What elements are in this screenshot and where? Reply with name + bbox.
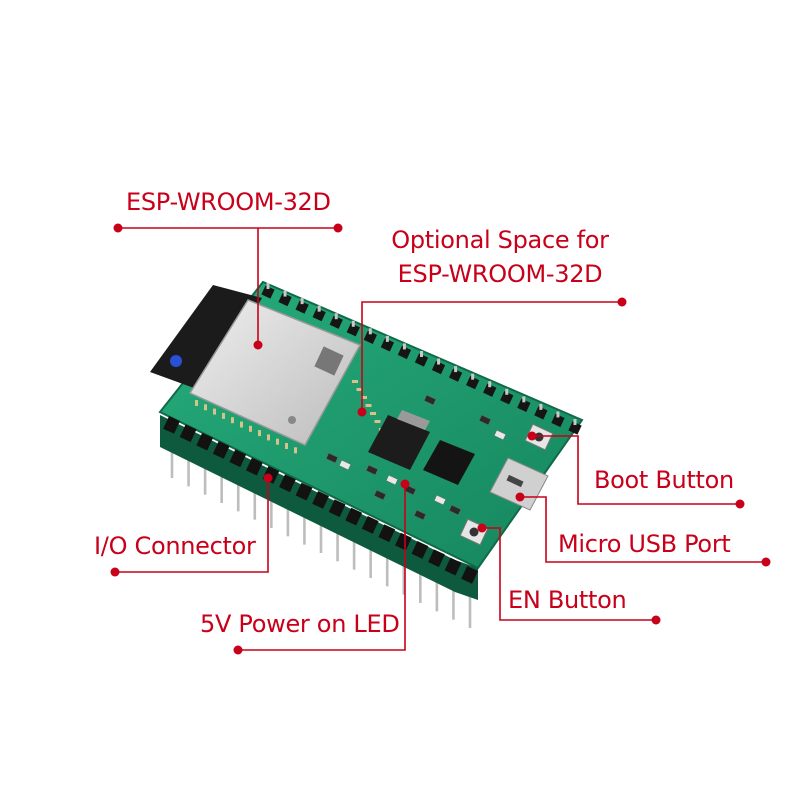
io-pins-bottom (170, 430, 472, 628)
callout-dot (233, 645, 243, 655)
callout-dot (617, 297, 627, 307)
label-optional-space-line1: Optional Space for (391, 226, 609, 254)
callout-dot (735, 499, 745, 509)
callout-dot (515, 492, 525, 502)
callout-dot (761, 557, 771, 567)
label-optional-space: Optional Space for ESP-WROOM-32D (384, 226, 616, 288)
antenna-dot (170, 355, 182, 367)
label-boot-button: Boot Button (594, 466, 734, 494)
callout-dot (400, 479, 410, 489)
callout-dots (110, 223, 771, 655)
callout-dot (333, 223, 343, 233)
smd-components (325, 394, 507, 521)
callout-lines (115, 227, 766, 651)
callout-dot (527, 431, 537, 441)
usb-uart-chip (423, 440, 475, 485)
callout-dot (357, 407, 367, 417)
label-micro-usb: Micro USB Port (558, 530, 731, 558)
voltage-regulator (368, 415, 430, 470)
callout-dot (113, 223, 123, 233)
esp-wroom-module (188, 299, 362, 446)
label-power-led: 5V Power on LED (200, 610, 400, 638)
label-optional-space-line2: ESP-WROOM-32D (397, 260, 603, 288)
callout-dot (477, 523, 487, 533)
label-io-connector: I/O Connector (94, 532, 256, 560)
callout-dot (651, 615, 661, 625)
io-header-top (261, 283, 582, 435)
io-header-bottom (163, 416, 478, 584)
callout-dot (110, 567, 120, 577)
label-en-button: EN Button (508, 586, 627, 614)
label-esp-wroom: ESP-WROOM-32D (126, 188, 331, 216)
callout-dot (263, 473, 273, 483)
callout-dot (253, 340, 263, 350)
